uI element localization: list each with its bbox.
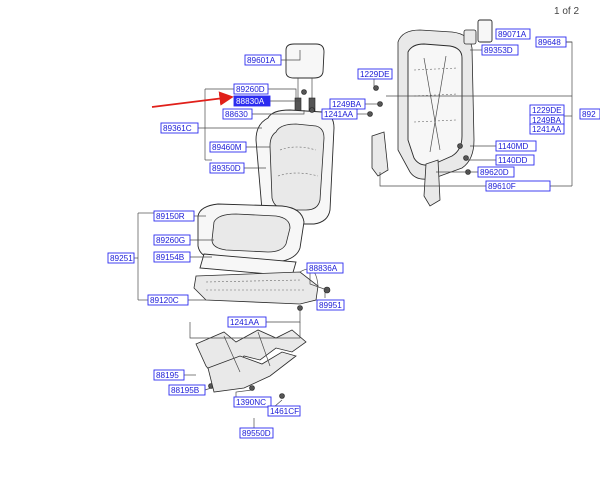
svg-text:88630: 88630 bbox=[225, 110, 248, 119]
label-89154B: 89154B bbox=[153, 251, 191, 263]
headrest-part bbox=[285, 43, 325, 112]
callout-arrow bbox=[151, 91, 234, 108]
svg-text:1241AA: 1241AA bbox=[230, 318, 260, 327]
seat-cushion-part bbox=[197, 203, 305, 263]
svg-text:1229DE: 1229DE bbox=[360, 70, 390, 79]
svg-text:88195: 88195 bbox=[156, 371, 179, 380]
page-indicator: 1 of 2 bbox=[554, 6, 580, 17]
svg-text:1140MD: 1140MD bbox=[498, 142, 528, 151]
svg-text:89610F: 89610F bbox=[488, 182, 516, 191]
label-89150R: 89150R bbox=[153, 210, 195, 222]
label-892: 892 bbox=[579, 108, 600, 120]
svg-text:1241AA: 1241AA bbox=[532, 125, 562, 134]
svg-text:89648: 89648 bbox=[538, 38, 561, 47]
label-1241AA: 1241AA bbox=[227, 316, 267, 328]
label-89951: 89951 bbox=[316, 299, 345, 311]
svg-text:88195B: 88195B bbox=[171, 386, 200, 395]
label-89120C: 89120C bbox=[147, 294, 189, 306]
svg-text:1140DD: 1140DD bbox=[498, 156, 528, 165]
label-1241AA-right: 1241AA bbox=[321, 108, 358, 120]
svg-text:89951: 89951 bbox=[319, 301, 342, 310]
label-88630: 88630 bbox=[222, 108, 253, 120]
svg-text:1390NC: 1390NC bbox=[236, 398, 266, 407]
guide-sleeve-part bbox=[463, 19, 493, 45]
svg-text:89601A: 89601A bbox=[247, 56, 276, 65]
label-1249BA: 1249BA bbox=[329, 98, 366, 110]
svg-text:89460M: 89460M bbox=[212, 143, 242, 152]
label-89550D: 89550D bbox=[239, 427, 274, 439]
svg-text:89120C: 89120C bbox=[150, 296, 179, 305]
label-88195: 88195 bbox=[153, 369, 185, 381]
label-1140MD: 1140MD bbox=[495, 140, 537, 152]
svg-text:1249BA: 1249BA bbox=[532, 116, 562, 125]
label-89071A: 89071A bbox=[495, 28, 531, 40]
seat-back-part bbox=[255, 109, 335, 225]
svg-text:88836A: 88836A bbox=[309, 264, 338, 273]
label-89350D: 89350D bbox=[209, 162, 245, 174]
label-1140DD: 1140DD bbox=[495, 154, 535, 166]
svg-text:89150R: 89150R bbox=[156, 212, 185, 221]
svg-text:89260D: 89260D bbox=[236, 85, 265, 94]
svg-text:1461CF: 1461CF bbox=[270, 407, 299, 416]
svg-text:1249BA: 1249BA bbox=[332, 100, 362, 109]
label-88195B: 88195B bbox=[168, 384, 206, 396]
label-89648: 89648 bbox=[535, 36, 567, 48]
svg-text:89550D: 89550D bbox=[242, 429, 271, 438]
svg-text:89353D: 89353D bbox=[484, 46, 513, 55]
label-1461CF: 1461CF bbox=[267, 405, 301, 417]
label-89260D: 89260D bbox=[233, 83, 269, 95]
label-89620D: 89620D bbox=[477, 166, 515, 178]
label-1390NC: 1390NC bbox=[233, 396, 272, 408]
label-1249BA-right: 1249BA bbox=[529, 114, 565, 126]
hinge-bracket-part bbox=[371, 131, 441, 207]
leader-lines-right bbox=[357, 34, 573, 187]
label-88836A: 88836A bbox=[306, 262, 344, 274]
label-1229DE-right: 1229DE bbox=[529, 104, 565, 116]
label-89251: 89251 bbox=[107, 252, 135, 264]
label-89361C: 89361C bbox=[160, 122, 199, 134]
svg-text:89361C: 89361C bbox=[163, 124, 192, 133]
label-89610F: 89610F bbox=[485, 180, 551, 192]
svg-text:1241AA: 1241AA bbox=[324, 110, 354, 119]
svg-text:89350D: 89350D bbox=[212, 164, 241, 173]
label-88830A: 88830A bbox=[233, 95, 271, 107]
svg-text:892: 892 bbox=[582, 110, 596, 119]
seat-frame-part bbox=[193, 268, 319, 305]
seatback-frame-part bbox=[397, 29, 475, 180]
label-89460M: 89460M bbox=[209, 141, 247, 153]
seat-track-part bbox=[195, 329, 307, 393]
svg-text:89154B: 89154B bbox=[156, 253, 185, 262]
label-1229DE: 1229DE bbox=[357, 68, 393, 80]
label-89260G: 89260G bbox=[153, 234, 191, 246]
svg-text:1229DE: 1229DE bbox=[532, 106, 562, 115]
label-89353D: 89353D bbox=[481, 44, 519, 56]
part-labels: 89601A 89260D 88830A 88630 89361C 89460M… bbox=[107, 28, 600, 439]
svg-text:89071A: 89071A bbox=[498, 30, 527, 39]
label-89601A: 89601A bbox=[244, 54, 282, 66]
svg-text:88830A: 88830A bbox=[236, 97, 265, 106]
svg-text:89260G: 89260G bbox=[156, 236, 185, 245]
svg-text:89620D: 89620D bbox=[480, 168, 509, 177]
label-1241AA-right2: 1241AA bbox=[529, 123, 565, 135]
svg-text:89251: 89251 bbox=[110, 254, 133, 263]
